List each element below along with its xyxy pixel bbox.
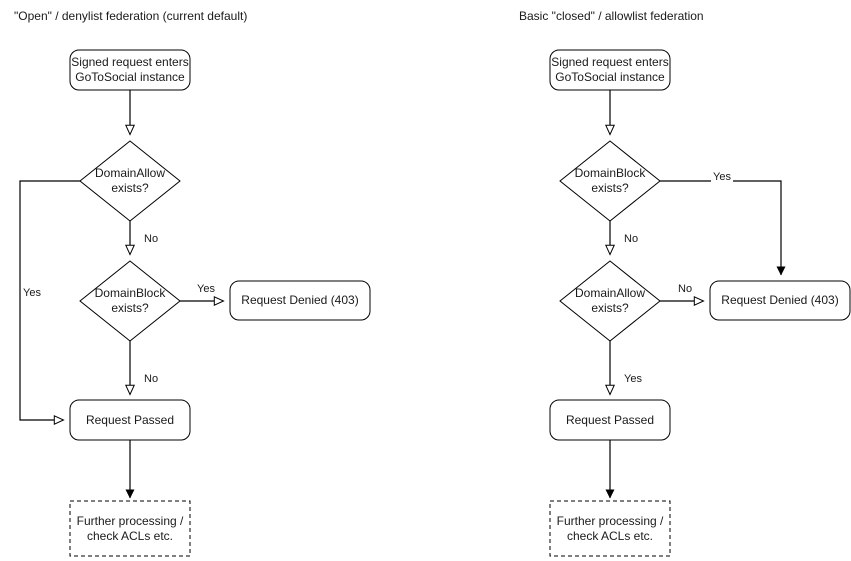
edge-domain-allow-yes-label: Yes bbox=[622, 373, 644, 385]
request-passed-node bbox=[69, 399, 191, 441]
request-denied-node bbox=[709, 280, 851, 321]
edge-domain-allow-yes-label: Yes bbox=[21, 287, 43, 299]
edge-domain-block-no-label: No bbox=[142, 373, 161, 385]
edge-domain-block-no-label: No bbox=[622, 233, 641, 245]
further-processing-node bbox=[549, 500, 671, 557]
start-node bbox=[549, 49, 671, 91]
edge-domain-allow-no-label: No bbox=[142, 233, 161, 245]
diagram-title-open-denylist: "Open" / denylist federation (current de… bbox=[14, 9, 248, 23]
edge-domain-block-yes-label: Yes bbox=[195, 283, 217, 295]
domain-block-decision bbox=[79, 260, 181, 342]
edge-domain-allow-no-label: No bbox=[676, 283, 695, 295]
request-denied-node bbox=[229, 280, 371, 321]
domain-allow-decision bbox=[79, 140, 181, 222]
domain-block-decision bbox=[559, 140, 661, 222]
edge-domain-block-yes-label: Yes bbox=[711, 171, 733, 183]
edge-domain-block-yes bbox=[660, 180, 786, 276]
start-node bbox=[69, 49, 191, 91]
diagram-title-closed-allowlist: Basic "closed" / allowlist federation bbox=[519, 9, 704, 23]
further-processing-node bbox=[69, 500, 191, 557]
domain-allow-decision bbox=[559, 260, 661, 342]
edge-domain-allow-yes bbox=[19, 180, 80, 425]
request-passed-node bbox=[549, 399, 671, 441]
